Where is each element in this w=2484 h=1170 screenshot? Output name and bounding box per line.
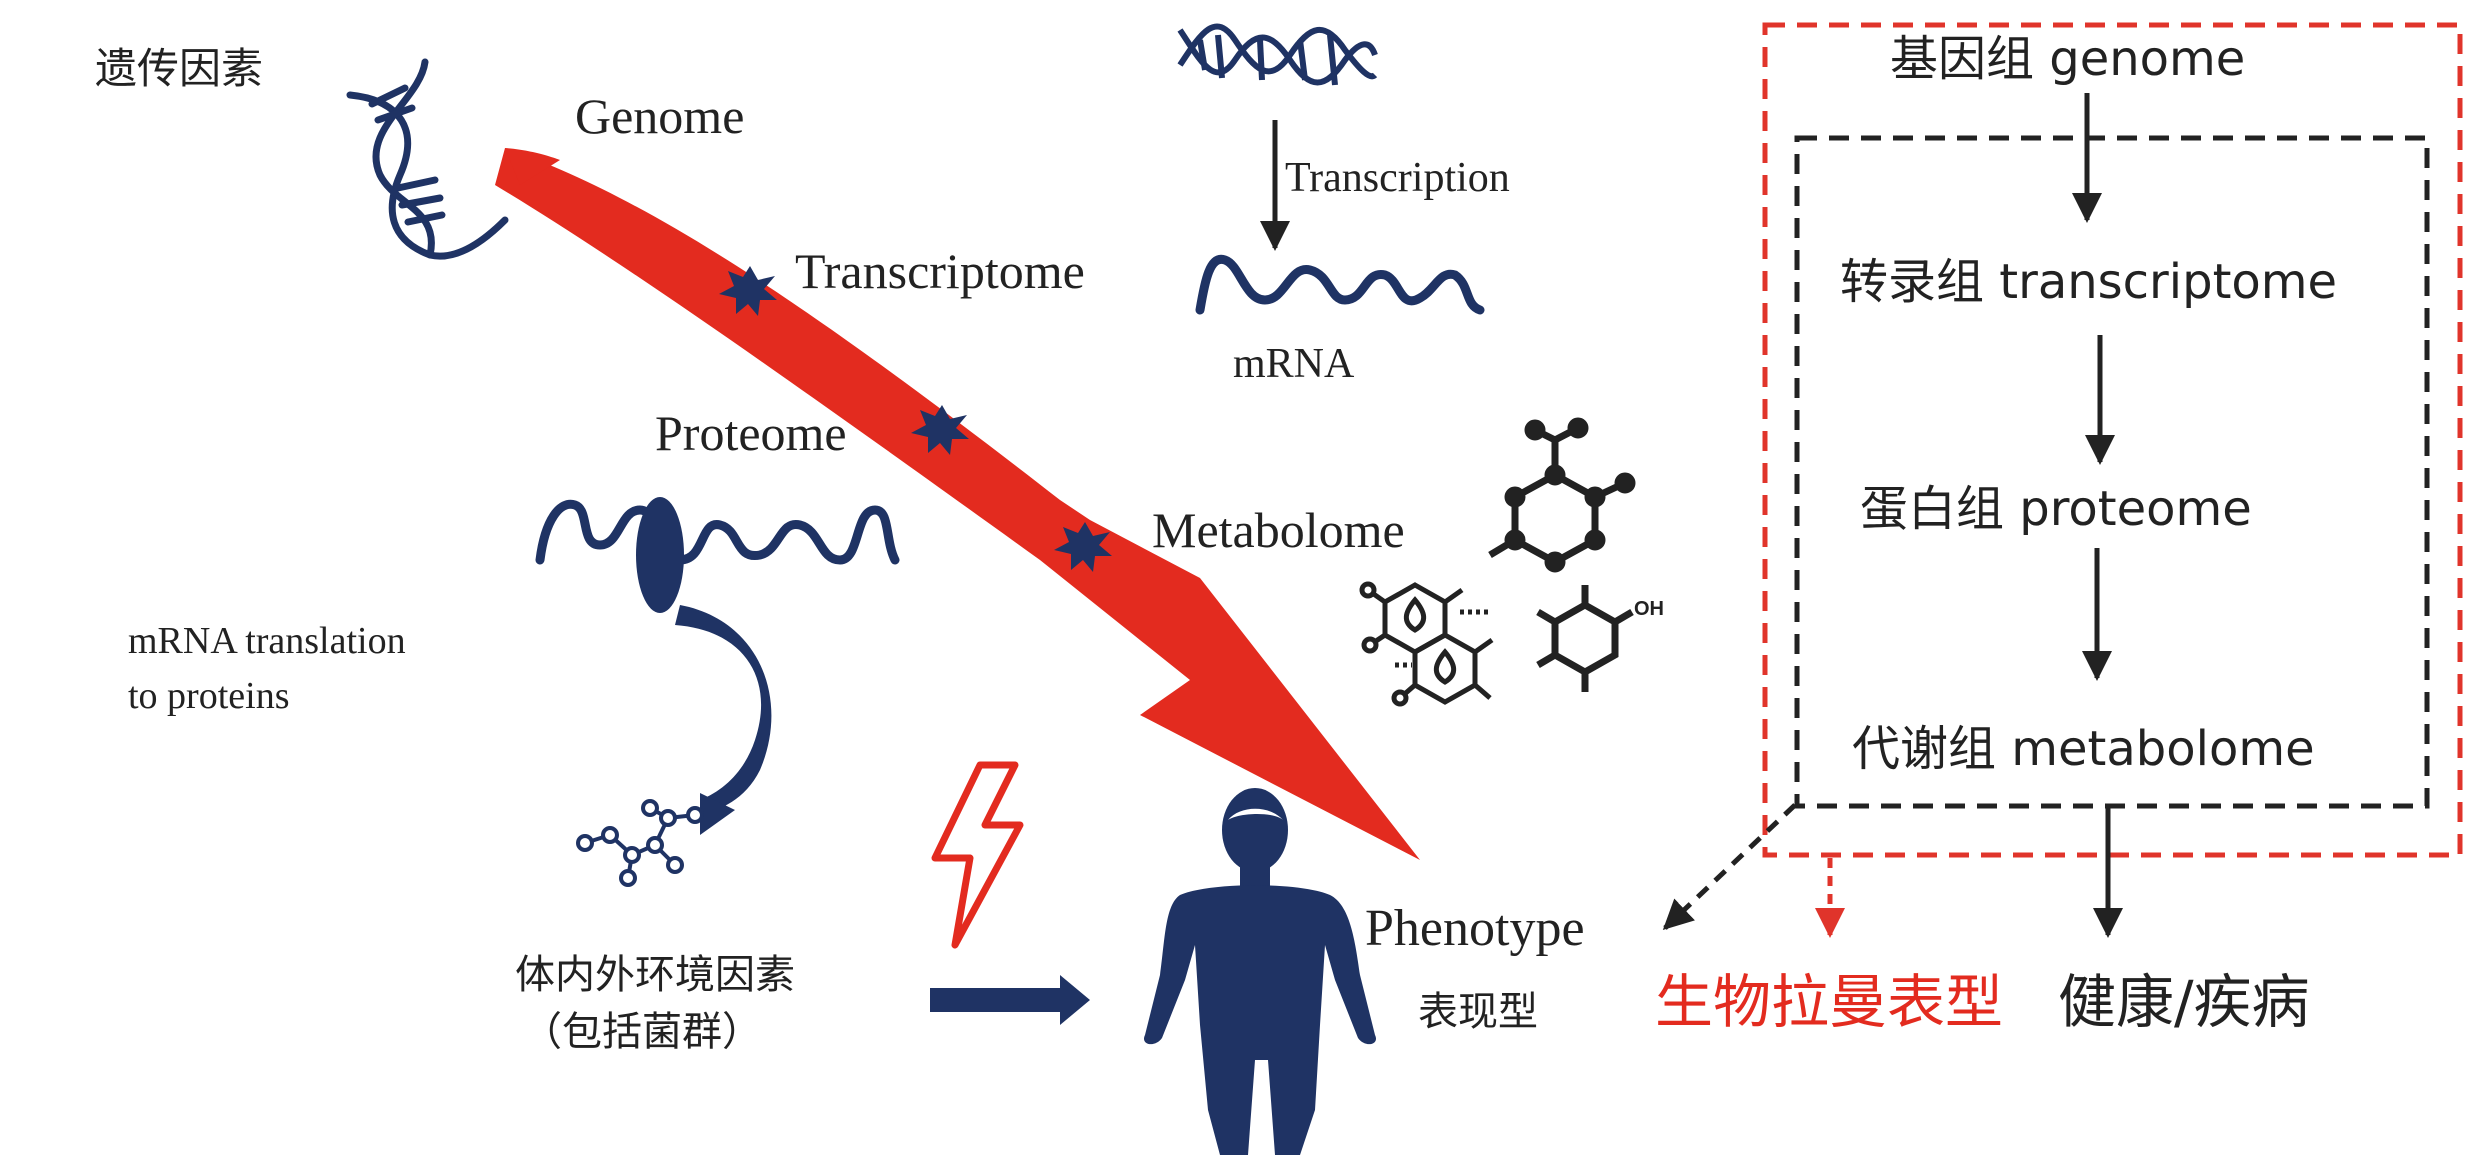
phenotype-label: Phenotype	[1365, 900, 1585, 957]
omics-metabolome-label: 代谢组 metabolome	[1852, 721, 2315, 777]
dna-strand-icon	[1177, 23, 1378, 86]
translation-label-line1: mRNA translation	[128, 620, 406, 662]
molecule-icon	[1488, 417, 1636, 573]
metabolome-label: Metabolome	[1152, 502, 1405, 558]
transcriptome-label: Transcriptome	[795, 243, 1085, 299]
star-marker-proteome	[911, 405, 969, 455]
mrna-strand-icon	[1195, 254, 1485, 315]
lightning-icon	[931, 761, 1024, 949]
genome-label: Genome	[575, 88, 744, 144]
environment-label-line1: 体内外环境因素	[515, 952, 795, 998]
star-marker-metabolome	[1054, 522, 1112, 572]
omics-proteome-label: 蛋白组 proteome	[1860, 481, 2252, 537]
transcription-label: Transcription	[1285, 155, 1510, 201]
main-flow-arrow	[495, 148, 1420, 860]
molecule-icon	[1359, 581, 1494, 707]
star-marker-transcriptome	[719, 266, 777, 316]
raman-outer-box	[1762, 22, 2463, 858]
omics-inner-box	[1794, 135, 2430, 809]
protein-icon	[535, 497, 900, 613]
environment-label-line2: （包括菌群）	[522, 1009, 762, 1055]
phenotype-cn-label: 表现型	[1418, 989, 1538, 1035]
translation-label-line2: to proteins	[128, 675, 289, 717]
genetic-factors-label: 遗传因素	[95, 44, 263, 93]
raman-phenotype-label: 生物拉曼表型	[1655, 968, 2003, 1036]
molecule-icon	[1536, 585, 1634, 692]
omics-transcriptome-label: 转录组 transcriptome	[1840, 254, 2337, 310]
mrna-label: mRNA	[1233, 341, 1355, 387]
health-disease-label: 健康/疾病	[2058, 968, 2310, 1036]
amino-acid-chain-icon	[576, 799, 704, 887]
translation-arrow	[675, 605, 772, 835]
dna-helix-icon	[346, 58, 509, 260]
phenotype-link-arrow	[1662, 803, 1797, 931]
human-body-icon	[1143, 788, 1377, 1155]
proteome-label: Proteome	[655, 405, 847, 461]
oh-label: OH	[1634, 598, 1664, 620]
environment-arrow	[930, 975, 1090, 1025]
omics-genome-label: 基因组 genome	[1890, 31, 2245, 87]
